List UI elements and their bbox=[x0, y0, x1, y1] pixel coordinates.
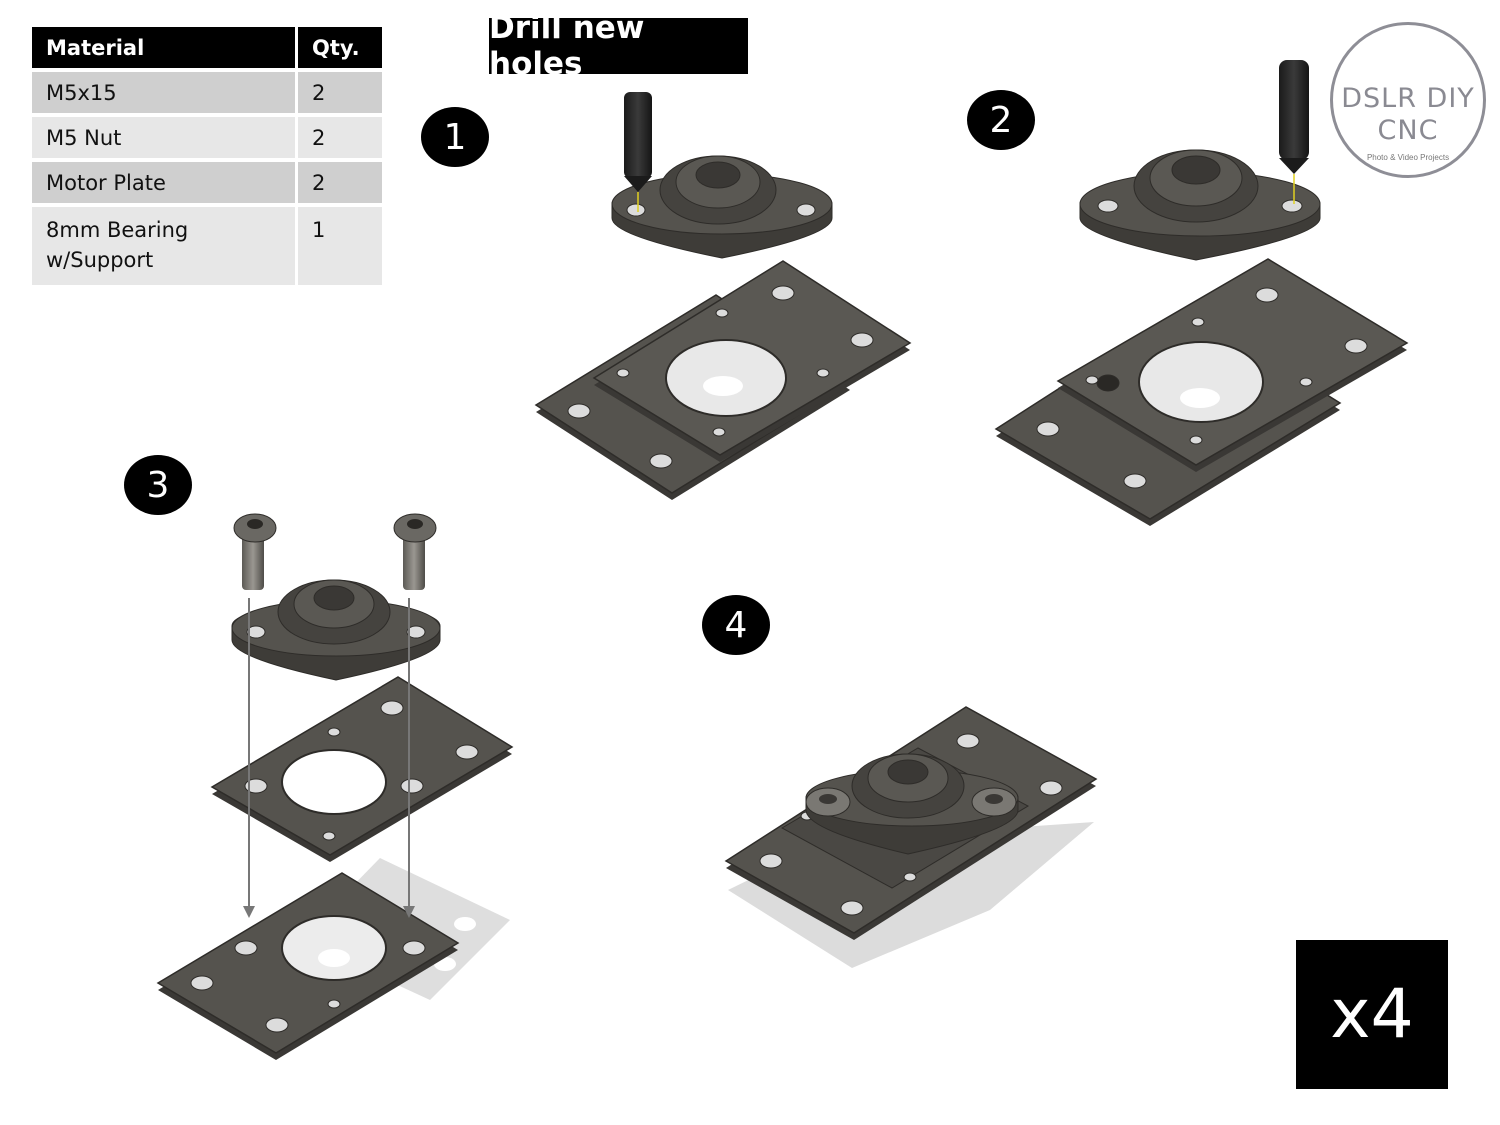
logo-tagline: Photo & Video Projects bbox=[1366, 153, 1450, 162]
table-row: M5x15 2 bbox=[32, 72, 382, 113]
material-cell: Motor Plate bbox=[32, 162, 298, 203]
material-cell: M5 Nut bbox=[32, 117, 298, 158]
bill-of-materials-table: Material Qty. M5x15 2 M5 Nut 2 Motor Pla… bbox=[32, 23, 382, 289]
step-1-motor-plate-stack bbox=[534, 92, 912, 500]
table-row: M5 Nut 2 bbox=[32, 117, 382, 158]
qty-cell: 2 bbox=[298, 162, 382, 203]
material-cell: 8mm Bearing w/Support bbox=[32, 207, 298, 285]
material-cell: M5x15 bbox=[32, 72, 298, 113]
step-3-badge: 3 bbox=[124, 455, 192, 515]
qty-cell: 2 bbox=[298, 117, 382, 158]
step-4-badge: 4 bbox=[702, 595, 770, 655]
step-2-badge: 2 bbox=[967, 90, 1035, 150]
table-row: 8mm Bearing w/Support 1 bbox=[32, 207, 382, 285]
qty-header: Qty. bbox=[298, 27, 382, 68]
step-2-motor-plate-stack bbox=[994, 60, 1409, 526]
qty-cell: 2 bbox=[298, 72, 382, 113]
step-1-badge: 1 bbox=[421, 107, 489, 167]
step-3-exploded-assembly bbox=[156, 513, 514, 1060]
dslr-diy-cnc-logo: DSLR DIY CNC Photo & Video Projects bbox=[1330, 22, 1486, 178]
quantity-multiplier-badge: x4 bbox=[1296, 940, 1448, 1089]
logo-line-2: CNC bbox=[1377, 115, 1439, 146]
logo-line-1: DSLR DIY bbox=[1341, 83, 1475, 114]
step-4-completed-assembly bbox=[724, 706, 1098, 968]
table-row: Motor Plate 2 bbox=[32, 162, 382, 203]
qty-cell: 1 bbox=[298, 207, 382, 285]
material-header: Material bbox=[32, 27, 298, 68]
